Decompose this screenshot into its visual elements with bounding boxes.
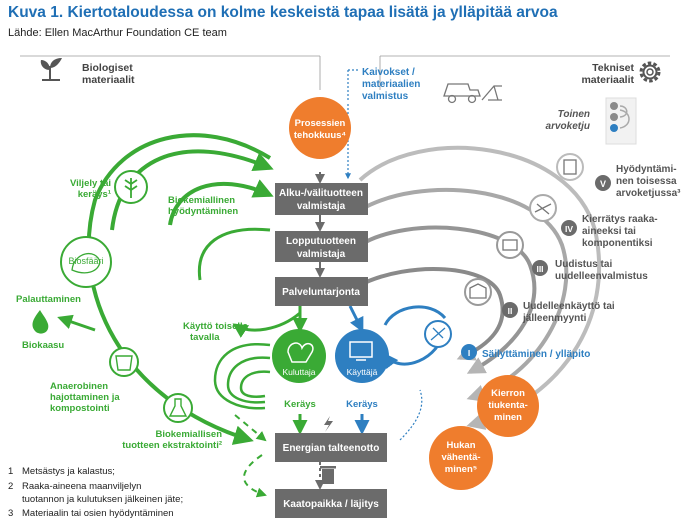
plant-icon: [40, 58, 62, 81]
svg-text:Energian talteenotto: Energian talteenotto: [283, 443, 380, 454]
svg-text:II: II: [508, 306, 513, 316]
restore-label: Palauttaminen: [16, 294, 81, 305]
loop-v-label: Hyödyntämi-: [616, 164, 677, 175]
svg-text:materiaalit: materiaalit: [581, 74, 634, 86]
svg-text:tavalla: tavalla: [190, 332, 220, 343]
svg-text:arvoketju: arvoketju: [546, 121, 590, 132]
svg-text:hyödyntäminen: hyödyntäminen: [168, 206, 238, 217]
chain-box-5: Kaatopaikka / läjitys: [275, 489, 387, 518]
svg-text:keräys¹: keräys¹: [78, 189, 111, 200]
loop-iv-label: Kierrätys raaka-: [582, 214, 658, 225]
consumer-circle: Kuluttaja: [272, 329, 326, 383]
second-chain-label: Toinen: [558, 109, 590, 120]
svg-text:valmistus: valmistus: [362, 91, 409, 102]
svg-text:Kierron: Kierron: [491, 388, 525, 399]
svg-text:tehokkuus⁴: tehokkuus⁴: [294, 130, 347, 141]
cultivation-label: Viljely tai: [70, 178, 111, 189]
biosphere-circle: Biosfääri: [60, 236, 112, 288]
svg-text:vähentä-: vähentä-: [441, 452, 480, 463]
svg-text:valmistaja: valmistaja: [297, 249, 346, 260]
svg-text:minen⁵: minen⁵: [445, 464, 477, 475]
svg-text:V: V: [600, 179, 606, 189]
second-chain-icon: [605, 97, 637, 145]
lightning-icon: [324, 416, 333, 432]
svg-text:Kaatopaikka / läjitys: Kaatopaikka / läjitys: [283, 499, 379, 510]
svg-text:IV: IV: [565, 224, 573, 234]
svg-text:Kaivokset /: Kaivokset /: [362, 67, 415, 78]
extraction-icon: [163, 393, 193, 423]
svg-text:tiukenta-: tiukenta-: [488, 400, 528, 411]
anaerobic-icon: [109, 347, 139, 377]
biochem-label: Biokemiallinen: [168, 195, 235, 206]
user-circle: Käyttäjä: [335, 329, 389, 383]
chain-box-2: Lopputuotteen valmistaja: [275, 231, 368, 262]
svg-text:Hukan: Hukan: [446, 440, 475, 451]
loop-ii-label: Uudelleenkäyttö tai: [523, 301, 615, 312]
svg-text:minen: minen: [494, 412, 522, 423]
svg-text:jälleenmyynti: jälleenmyynti: [522, 313, 587, 324]
bio-header: Biologiset: [82, 62, 133, 74]
loop-ii-icon: II: [464, 278, 518, 318]
footnote-2-line-2: tuotannon ja kulutuksen jälkeinen jäte;: [22, 494, 184, 505]
bin-icon: [320, 466, 336, 484]
arrow-to-user: [348, 305, 364, 333]
loop-v-icon: V: [556, 153, 611, 191]
svg-text:Käyttäjä: Käyttäjä: [347, 367, 378, 377]
cascade-label: Käyttö toisella: [183, 321, 249, 332]
svg-text:nen toisessa: nen toisessa: [616, 176, 677, 187]
mining-label: Kaivokset / materiaalien valmistus: [347, 67, 420, 102]
bio-loops: [57, 133, 301, 498]
svg-text:uudelleenvalmistus: uudelleenvalmistus: [555, 271, 648, 282]
page-title: Kuva 1. Kiertotaloudessa on kolme keskei…: [8, 4, 558, 21]
source-line: Lähde: Ellen MacArthur Foundation CE tea…: [8, 27, 227, 39]
svg-text:Kuluttaja: Kuluttaja: [282, 367, 315, 377]
svg-text:I: I: [468, 348, 470, 358]
chain-box-4: Energian talteenotto: [275, 433, 387, 462]
svg-text:aineeksi tai: aineeksi tai: [582, 226, 636, 237]
svg-text:hajottaminen ja: hajottaminen ja: [50, 392, 120, 403]
collect-right: Keräys: [346, 399, 378, 410]
process-efficiency-circle: [289, 97, 351, 159]
cultivation-icon: [114, 170, 148, 204]
svg-text:komponentiksi: komponentiksi: [582, 238, 653, 249]
header-lines: [20, 55, 670, 90]
svg-text:materiaalien: materiaalien: [362, 79, 420, 90]
loop-iv-icon: IV: [529, 194, 577, 236]
anaerobic-label: Anaerobinen: [50, 381, 108, 392]
chain-box-1: Alku-/välituotteen valmistaja: [275, 183, 368, 215]
svg-text:Alku-/välituotteen: Alku-/välituotteen: [279, 188, 363, 199]
loop-iii-label: Uudistus tai: [555, 259, 612, 270]
svg-text:materiaalit: materiaalit: [82, 74, 135, 86]
tech-loops: [358, 145, 602, 430]
waste-reduction-circle: Hukan vähentä- minen⁵: [429, 426, 493, 490]
closing-loop-circle: Kierron tiukenta- minen: [477, 375, 539, 437]
tech-header: Tekniset: [592, 62, 634, 74]
svg-text:tuotteen ekstraktointi²: tuotteen ekstraktointi²: [122, 440, 222, 451]
svg-text:Prosessien: Prosessien: [295, 118, 346, 129]
loop-iii-icon: III: [496, 231, 548, 276]
chain-box-3: Palveluntarjonta: [275, 277, 368, 306]
collect-left: Keräys: [284, 399, 316, 410]
biogas-icon: [32, 310, 49, 334]
extraction-label: Biokemiallisen: [155, 429, 222, 440]
biogas-label: Biokaasu: [22, 340, 64, 351]
svg-text:Lopputuotteen: Lopputuotteen: [286, 236, 356, 247]
loop-i-icon: I: [424, 320, 477, 360]
svg-text:Biosfääri: Biosfääri: [68, 256, 103, 266]
svg-text:Palveluntarjonta: Palveluntarjonta: [282, 287, 360, 298]
loop-i-label: Säilyttäminen / ylläpito: [482, 349, 590, 360]
svg-text:valmistaja: valmistaja: [297, 201, 346, 212]
svg-text:III: III: [536, 264, 543, 274]
gear-icon: [639, 61, 661, 83]
mining-truck-icon: [443, 83, 502, 104]
svg-text:arvoketjussa³: arvoketjussa³: [616, 188, 681, 199]
svg-text:kompostointi: kompostointi: [50, 403, 110, 414]
